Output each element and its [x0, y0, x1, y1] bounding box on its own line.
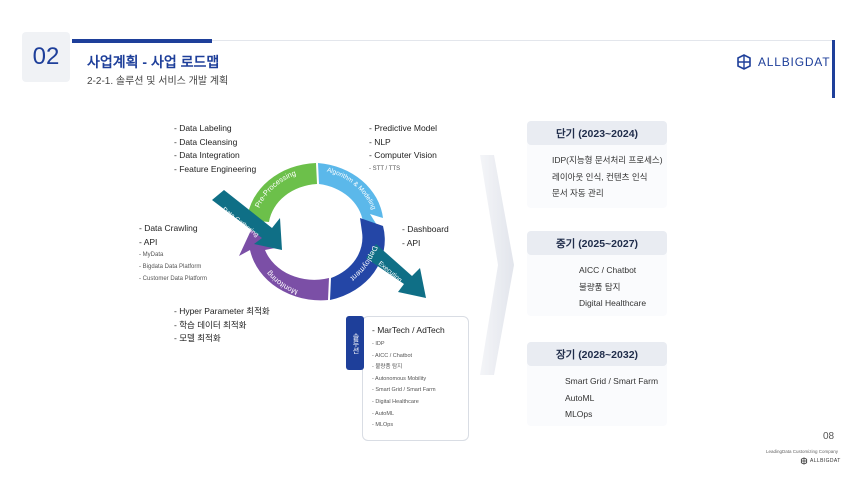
solution-box [362, 316, 469, 441]
list-item: - Autonomous Mobility [372, 375, 427, 382]
phase-short-body [527, 140, 667, 208]
list-item: - MLOps [372, 422, 394, 429]
phase-mid-body [527, 250, 667, 316]
monitoring-list: - Hyper Parameter 최적화 - 학습 데이터 최적화 - 모델 … [174, 305, 270, 346]
list-item: - NLP [369, 136, 391, 147]
preprocessing-list: - Data Labeling - Data Cleansing - Data … [174, 122, 256, 176]
list-item: IDP(지능형 문서처리 프로세스) [552, 155, 663, 165]
list-item: - Bigdata Data Platform [139, 264, 202, 270]
list-item: Digital Healthcare [579, 298, 647, 308]
footer-logo-text: ALLBIGDAT [810, 458, 841, 464]
modeling-list: - Predictive Model - NLP - Computer Visi… [369, 122, 437, 175]
phase-mid-list: AICC / Chatbot 불량품 탐지 Digital Healthcare [579, 262, 646, 312]
page-title: 사업계획 - 사업 로드맵 [87, 54, 220, 70]
page-subtitle: 2-2-1. 솔루션 및 서비스 개발 계획 [87, 76, 229, 87]
list-item: - Data Integration [174, 150, 240, 160]
list-item: - Predictive Model [369, 123, 438, 133]
logo-mark-icon [737, 54, 751, 70]
phase-long-title: 장기 (2028~2032) [527, 342, 667, 366]
phase-long-list: Smart Grid / Smart Farm AutoML MLOps [565, 373, 658, 423]
phase-short-list: IDP(지능형 문서처리 프로세스) 레이아웃 인식, 컨텐츠 인식 문서 자동… [552, 152, 663, 202]
company-logo: ALLBIGDAT [735, 53, 830, 71]
list-item: - 모델 최적화 [174, 333, 221, 343]
list-item: - AutoML [372, 410, 395, 417]
list-item: - Data Crawling [139, 223, 198, 233]
executing-arrow [366, 244, 426, 298]
phase-long-body [527, 360, 667, 426]
list-item: Smart Grid / Smart Farm [565, 376, 659, 386]
list-item: - 불량품 탐지 [372, 364, 403, 371]
executing-list: - Dashboard - API [402, 223, 449, 250]
header-divider [212, 40, 834, 41]
list-item: - Data Labeling [174, 123, 232, 133]
header-right-bar [832, 40, 835, 98]
list-item: - IDP [372, 341, 385, 347]
list-item: - Customer Data Platform [139, 276, 208, 282]
footer-logo: ALLBIGDAT [800, 457, 841, 465]
list-item: MLOps [565, 409, 593, 419]
solution-tab: 솔루션 [346, 316, 364, 370]
list-item: - 학습 데이터 최적화 [174, 319, 247, 330]
footer-logo-mark-icon [800, 457, 808, 465]
section-number: 02 [22, 32, 70, 82]
phase-short-title: 단기 (2023~2024) [527, 121, 667, 145]
phase-mid-title: 중기 (2025~2027) [527, 231, 667, 255]
solution-list: - IDP - AICC / Chatbot - 불량품 탐지 - Autono… [372, 339, 436, 432]
list-item: - Dashboard [402, 224, 449, 234]
list-item: - API [139, 236, 158, 247]
list-item: - Computer Vision [369, 150, 437, 160]
chevron-divider [480, 155, 514, 375]
ml-cycle-diagram: Pre-Processing Algorithm & Modeling Depl… [212, 163, 426, 301]
list-item: - STT / TTS [369, 165, 401, 172]
list-item: 레이아웃 인식, 컨텐츠 인식 [552, 171, 648, 182]
logo-text: ALLBIGDAT [758, 55, 831, 69]
header-accent-line [72, 39, 212, 43]
list-item: AICC / Chatbot [579, 265, 637, 275]
list-item: - Data Cleansing [174, 136, 238, 147]
deployment-segment [330, 218, 385, 300]
list-item: - API [402, 237, 421, 248]
list-item: - AICC / Chatbot [372, 352, 413, 359]
data-gathering-arrow [212, 190, 282, 250]
list-item: 문서 자동 관리 [552, 188, 604, 198]
gathering-list: - Data Crawling - API - MyData - Bigdata… [139, 222, 207, 285]
monitoring-segment [239, 228, 329, 301]
preprocessing-segment [247, 163, 317, 222]
list-item: - Hyper Parameter 최적화 [174, 306, 270, 316]
modeling-segment [318, 163, 383, 230]
list-item: AutoML [565, 392, 595, 403]
list-item: - Smart Grid / Smart Farm [372, 387, 436, 394]
list-item: - MyData [139, 252, 164, 258]
list-item: - Feature Engineering [174, 163, 257, 174]
footer-tagline: LeadingData Customizing Company [766, 449, 839, 454]
list-item: - Digital Healthcare [372, 398, 419, 405]
page-number: 08 [823, 431, 835, 442]
list-item: 불량품 탐지 [579, 281, 621, 292]
solution-title: - MarTech / AdTech [372, 325, 445, 335]
